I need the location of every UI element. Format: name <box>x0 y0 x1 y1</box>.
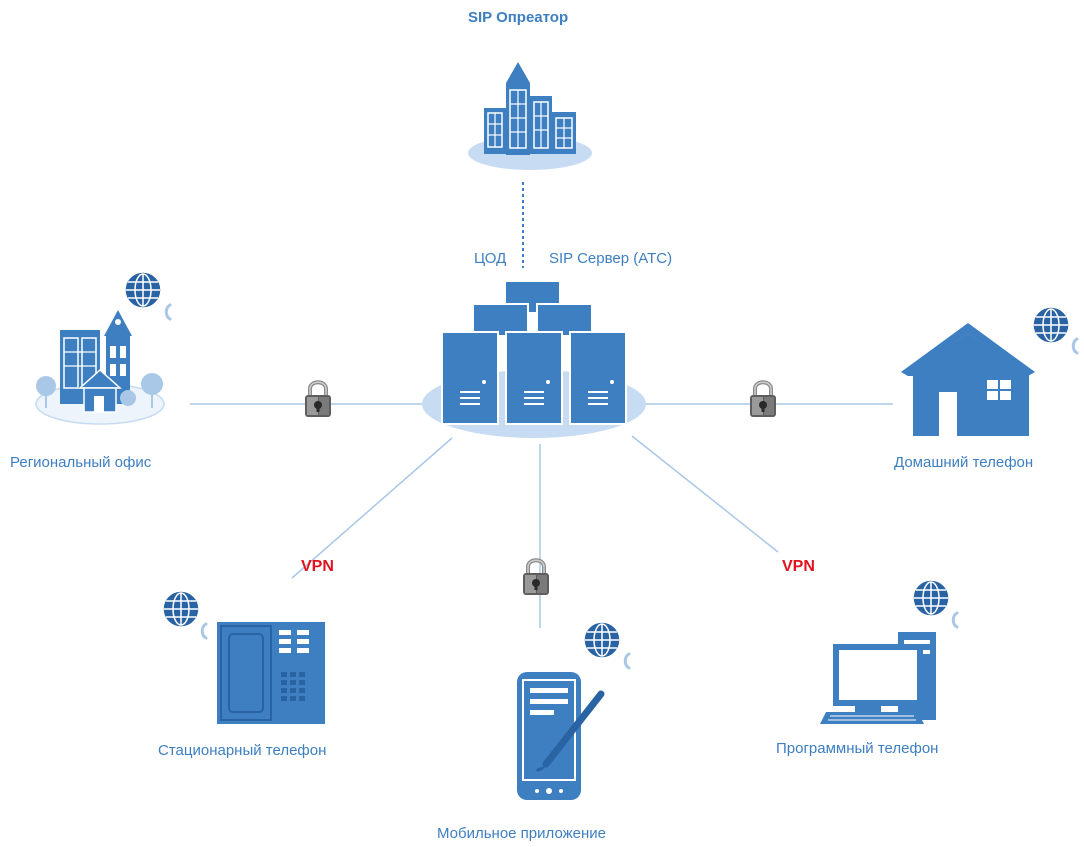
vpn-label-right: VPN <box>782 558 815 575</box>
home-phone-label: Домашний телефон <box>894 454 1034 471</box>
link-softphone <box>631 435 779 553</box>
handset-icon <box>623 652 631 670</box>
globe-icon <box>912 579 950 617</box>
tsod-label: ЦОД <box>474 250 507 267</box>
padlock-icon <box>303 380 333 419</box>
vpn-label-left: VPN <box>301 558 334 575</box>
padlock-icon <box>748 380 778 419</box>
regional-office-label: Региональный офис <box>10 454 152 471</box>
handset-icon <box>200 622 208 640</box>
handset-icon <box>164 303 172 321</box>
globe-icon <box>162 590 200 628</box>
handset-icon <box>1071 337 1079 355</box>
server-cluster-icon <box>422 280 646 438</box>
mobile-icon <box>517 672 605 800</box>
desk-phone-label: Стационарный телефон <box>158 742 327 759</box>
house-icon <box>901 323 1035 436</box>
softphone-label: Программный телефон <box>776 740 939 757</box>
city-icon <box>468 62 592 170</box>
operator-label: SIP Опреатор <box>468 9 569 26</box>
mobile-app-label: Мобильное приложение <box>437 825 606 842</box>
desk-phone-icon <box>217 622 325 724</box>
globe-icon <box>1032 306 1070 344</box>
padlock-icon <box>521 558 551 597</box>
computer-icon <box>820 632 936 724</box>
sip-server-label: SIP Сервер (АТС) <box>549 250 673 267</box>
globe-icon <box>583 621 621 659</box>
link-desk-phone <box>291 437 453 579</box>
globe-icon <box>124 271 162 309</box>
handset-icon <box>951 611 959 629</box>
office-icon <box>35 310 165 425</box>
